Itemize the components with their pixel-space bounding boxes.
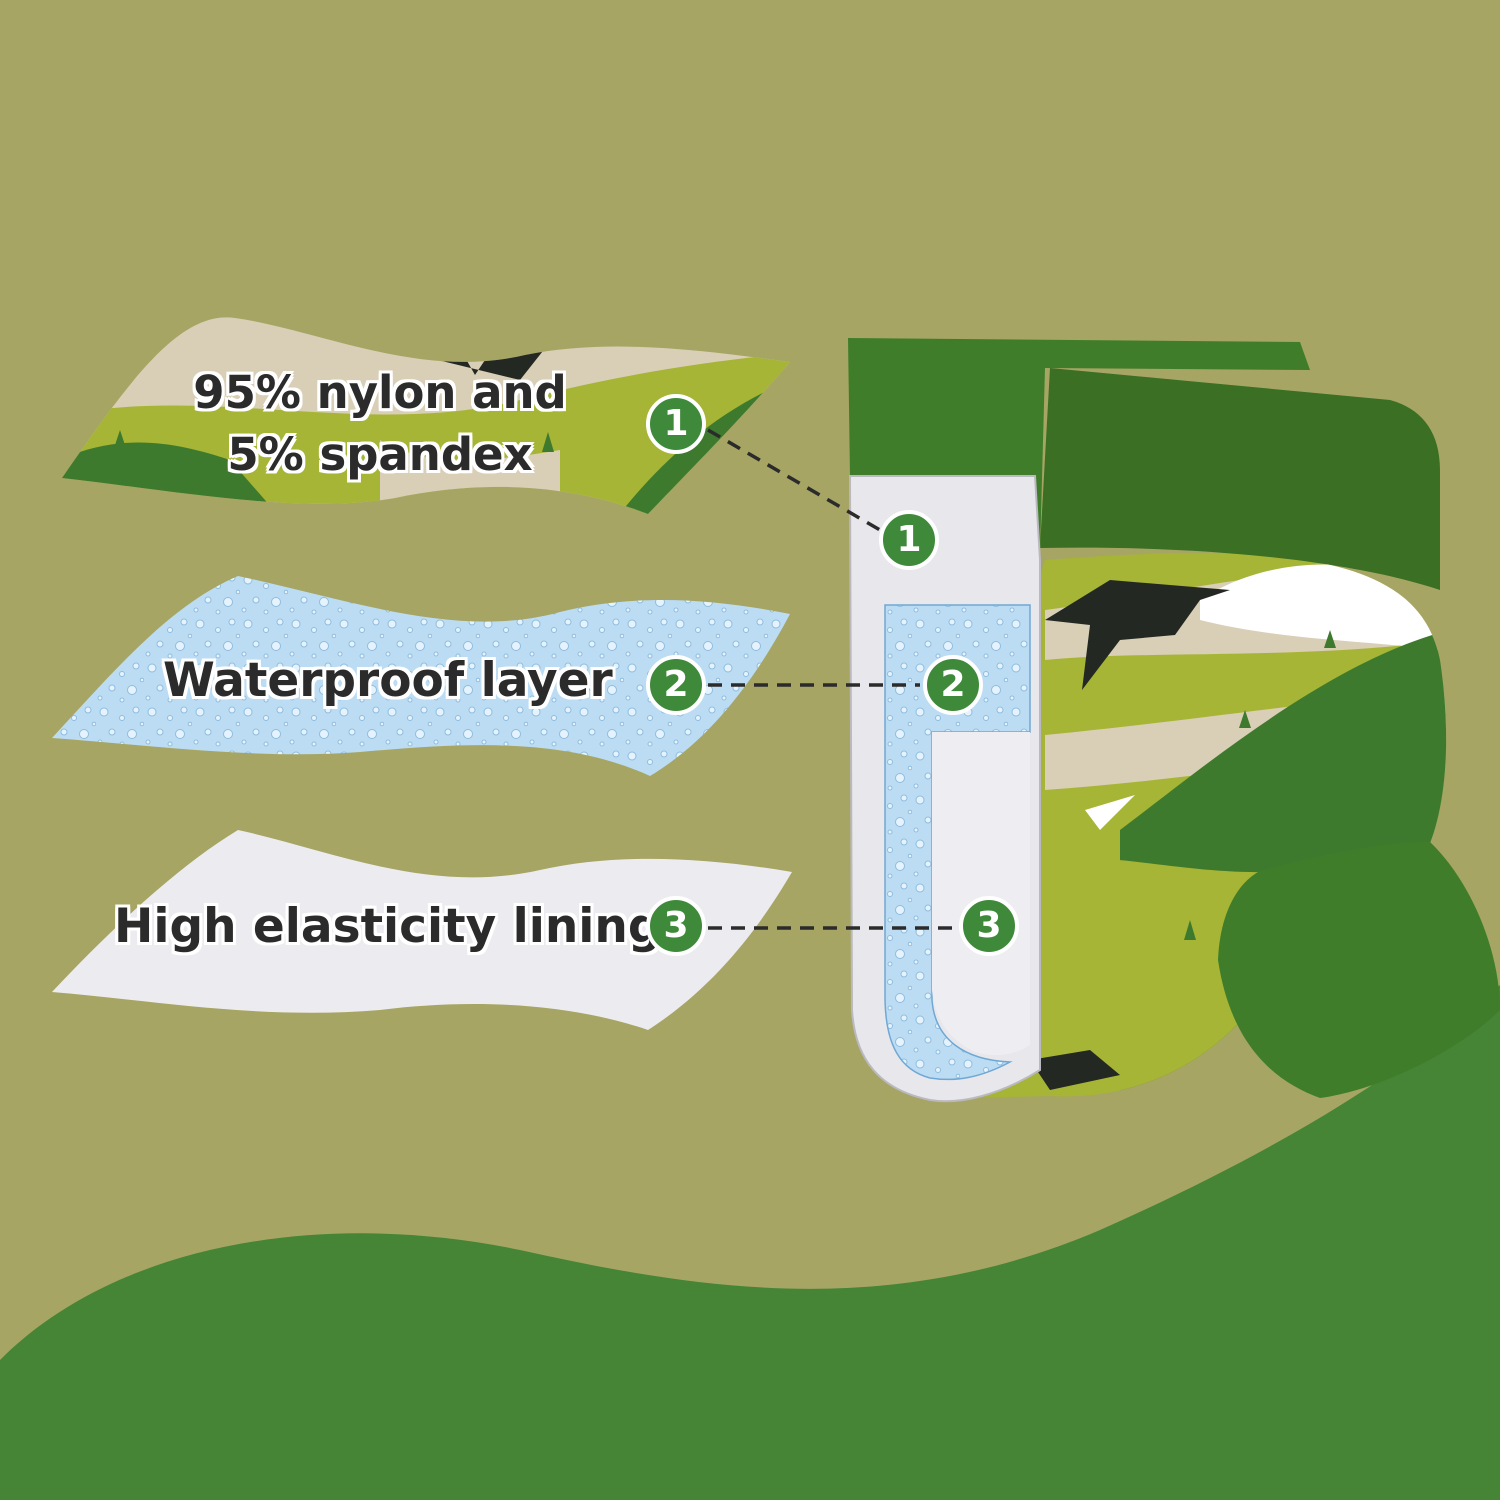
- leg-cuff: [1218, 841, 1500, 1098]
- layer-1-badge-section: 1: [879, 510, 939, 570]
- layer-1-label-line-1: 95% nylon and: [193, 366, 567, 419]
- layer-2-badge-section: 2: [923, 655, 983, 715]
- layer-2-badge-swatch: 2: [646, 655, 706, 715]
- layer-1-label-line-2: 5% spandex: [227, 428, 533, 481]
- layer-3-badge-section: 3: [959, 896, 1019, 956]
- section-lining: [932, 732, 1030, 1056]
- layer-3-badge-swatch: 3: [646, 896, 706, 956]
- layer-3-label: High elasticity lining: [114, 899, 662, 954]
- section-waterproof: [884, 604, 1031, 1081]
- layer-1-badge-swatch: 1: [646, 394, 706, 454]
- lining-swatch: [52, 830, 792, 1030]
- ground-wave: [0, 985, 1500, 1500]
- connector-1: [707, 428, 881, 532]
- swim-diaper: [848, 338, 1500, 1103]
- waterproof-swatch: [52, 576, 790, 776]
- layer-1-label: 95% nylon and 5% spandex: [150, 362, 610, 486]
- layer-2-label: Waterproof layer: [163, 653, 613, 708]
- waistband-back: [1040, 368, 1440, 590]
